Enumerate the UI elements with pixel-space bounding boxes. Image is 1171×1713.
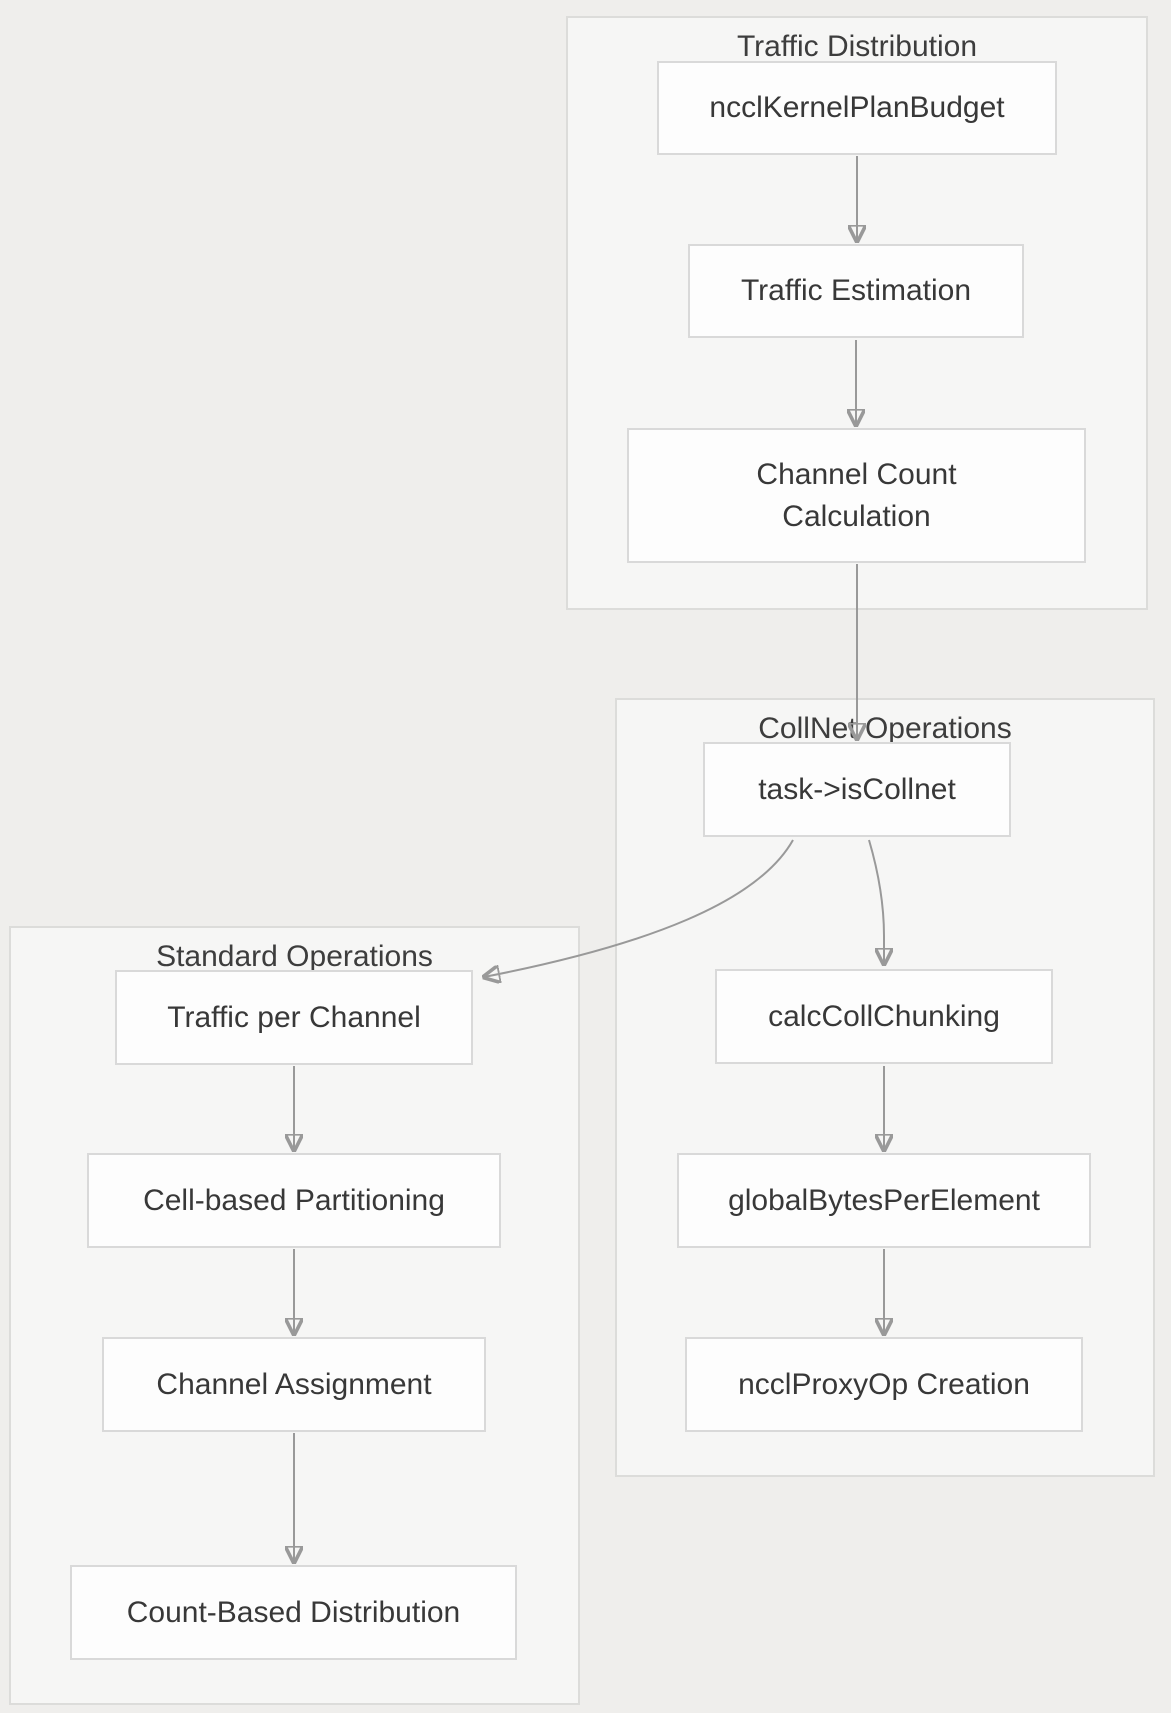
node-label: ncclProxyOp Creation [738, 1367, 1030, 1401]
group-title-traffic-distribution: Traffic Distribution [736, 30, 978, 63]
node-label: globalBytesPerElement [728, 1183, 1040, 1217]
node-label: Channel Count Calculation [756, 457, 957, 533]
node-cell-based-partitioning: Cell-based Partitioning [87, 1153, 501, 1248]
group-title-standard-operations: Standard Operations [156, 940, 433, 973]
node-label: Traffic per Channel [167, 1000, 421, 1034]
node-count-based-distribution: Count-Based Distribution [70, 1565, 517, 1660]
node-label: Channel Assignment [156, 1367, 432, 1401]
node-nccl-kernel-plan-budget: ncclKernelPlanBudget [657, 61, 1057, 155]
node-label: Cell-based Partitioning [143, 1183, 445, 1217]
node-label: task->isCollnet [758, 772, 956, 806]
node-global-bytes-per-element: globalBytesPerElement [677, 1153, 1091, 1248]
node-task-is-collnet: task->isCollnet [703, 742, 1011, 837]
node-calc-coll-chunking: calcCollChunking [715, 969, 1053, 1064]
node-channel-count-calculation: Channel Count Calculation [627, 428, 1086, 563]
node-traffic-per-channel: Traffic per Channel [115, 970, 473, 1065]
node-nccl-proxy-op-creation: ncclProxyOp Creation [685, 1337, 1083, 1432]
node-label: Count-Based Distribution [126, 1595, 461, 1629]
node-label: ncclKernelPlanBudget [709, 91, 1005, 124]
group-title-collnet-operations: CollNet Operations [758, 712, 1012, 745]
node-label: Traffic Estimation [740, 274, 972, 307]
node-traffic-estimation: Traffic Estimation [688, 244, 1024, 338]
node-label: calcCollChunking [768, 999, 1000, 1033]
node-channel-assignment: Channel Assignment [102, 1337, 486, 1432]
